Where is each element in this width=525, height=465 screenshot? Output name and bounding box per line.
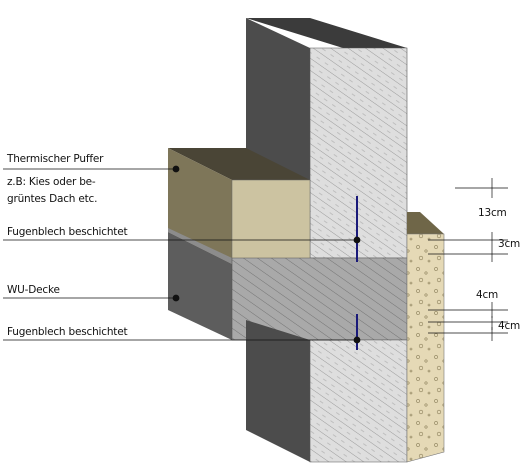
- dimension-label-upper: 13cm: [478, 207, 507, 219]
- label-thermal-buffer-title: Thermischer Puffer: [7, 153, 104, 165]
- label-waterstop-lower: Fugenblech beschichtet: [7, 326, 128, 338]
- lower-wall-front-face: [309, 339, 408, 463]
- label-thermal-buffer-line2: z.B: Kies oder be-: [7, 176, 96, 188]
- dimension-label-middle: 3cm: [498, 238, 521, 250]
- thermal-buffer: [168, 148, 311, 265]
- label-thermal-buffer-line3: grüntes Dach etc.: [7, 193, 98, 205]
- thermal-buffer-left-face: [168, 148, 232, 264]
- dimension-label-lower-1: 4cm: [476, 289, 499, 301]
- leader-dot-wu-slab: [172, 294, 180, 302]
- leader-dot-waterstop-upper: [353, 236, 361, 244]
- label-waterstop-upper: Fugenblech beschichtet: [7, 226, 128, 238]
- thermal-buffer-top: [168, 148, 310, 180]
- dimension-label-lower-2: 4cm: [498, 320, 521, 332]
- insulation-column: [406, 212, 445, 463]
- upper-wall-front-face: [309, 47, 408, 259]
- leader-lines: [3, 165, 361, 344]
- leader-dot-thermal-buffer: [172, 165, 180, 173]
- lower-wall-left-face: [246, 320, 310, 462]
- label-wu-slab: WU-Decke: [7, 284, 60, 296]
- insulation-top: [407, 212, 444, 234]
- upper-wall-top: [246, 18, 407, 48]
- leader-dot-waterstop-lower: [353, 336, 361, 344]
- wu-slab: [168, 228, 408, 341]
- thermal-buffer-front-face: [231, 179, 311, 265]
- wu-slab-left-face: [168, 232, 232, 340]
- dimension-lines: [428, 178, 508, 341]
- lower-wall: [246, 320, 408, 463]
- insulation-front-face: [406, 233, 445, 463]
